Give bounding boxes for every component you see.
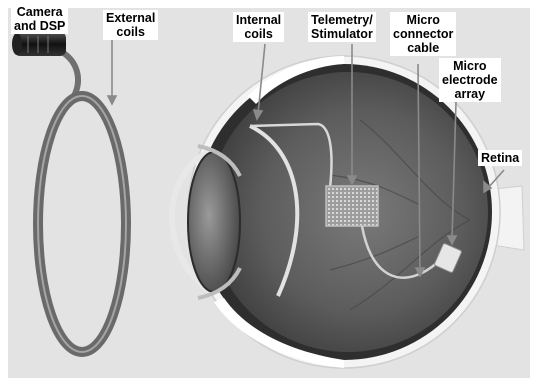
label-camera-dsp-line2: and DSP: [14, 19, 65, 33]
label-retina: Retina: [478, 150, 522, 166]
label-internal-coils: Internal coils: [233, 12, 284, 42]
label-camera-dsp: Camera and DSP: [11, 4, 68, 34]
label-telemetry-stimulator-line2: Stimulator: [311, 27, 373, 41]
label-micro-electrode-array-line2: electrode: [442, 73, 498, 87]
label-telemetry-stimulator-line1: Telemetry/: [311, 13, 373, 27]
label-internal-coils-line1: Internal: [236, 13, 281, 27]
label-micro-connector-cable-line2: connector: [393, 27, 453, 41]
label-micro-electrode-array-line3: array: [442, 87, 498, 101]
label-external-coils-line1: External: [106, 11, 155, 25]
lens: [188, 152, 240, 292]
stimulator-chip: [326, 186, 378, 226]
label-external-coils-line2: coils: [106, 25, 155, 39]
label-micro-connector-cable-line3: cable: [393, 41, 453, 55]
label-micro-electrode-array-line1: Micro: [442, 59, 498, 73]
camera-icon: [12, 32, 66, 56]
label-external-coils: External coils: [103, 10, 158, 40]
label-camera-dsp-line1: Camera: [14, 5, 65, 19]
label-internal-coils-line2: coils: [236, 27, 281, 41]
label-micro-electrode-array: Micro electrode array: [439, 58, 501, 102]
label-telemetry-stimulator: Telemetry/ Stimulator: [308, 12, 376, 42]
label-micro-connector-cable: Micro connector cable: [390, 12, 456, 56]
label-micro-connector-cable-line1: Micro: [393, 13, 453, 27]
label-retina-line1: Retina: [481, 151, 519, 165]
